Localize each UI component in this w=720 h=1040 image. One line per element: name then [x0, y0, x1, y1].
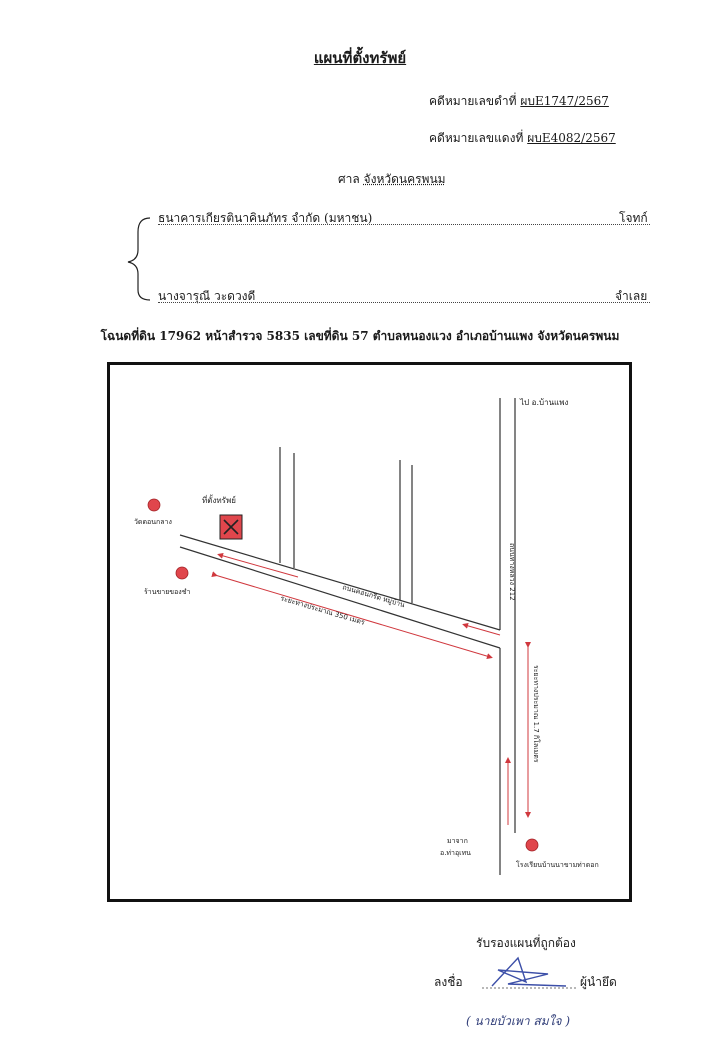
black-case-number: คดีหมายเลขดำที่ ผบE1747/2567 [429, 92, 609, 111]
map-canvas: ไป อ.บ้านแพง ที่ตั้งทรัพย์ วัดดอนกลาง ร้… [134, 398, 599, 875]
black-case-value: ผบE1747/2567 [520, 94, 609, 108]
land-deed-line: โฉนดที่ดิน 17962 หน้าสำรวจ 5835 เลขที่ดิ… [100, 329, 620, 343]
label-from-district: อ.ท่าอุเทน [440, 849, 471, 857]
label-property: ที่ตั้งทรัพย์ [202, 494, 236, 505]
black-case-label: คดีหมายเลขดำที่ [429, 94, 517, 108]
plaintiff-role: โจทก์ [619, 211, 648, 225]
defendant-line [158, 302, 650, 303]
signature [482, 956, 578, 989]
red-case-number: คดีหมายเลขแดงที่ ผบE4082/2567 [429, 129, 616, 148]
defendant-name: นางจารุณี วะดวงดี [158, 289, 256, 303]
label-shop: ร้านขายของชำ [144, 588, 190, 596]
document-title: แผนที่ตั้งทรัพย์ [313, 49, 407, 67]
printed-name: ( นายบัวเพา สมใจ ) [466, 1014, 571, 1028]
label-highway: ถนนทางหลวง 212 [508, 543, 516, 601]
court-name: ศาล จังหวัดนครพนม [338, 170, 446, 189]
seizer-label: ผู้นำยึด [580, 975, 617, 989]
location-map: ไป อ.บ้านแพง ที่ตั้งทรัพย์ วัดดอนกลาง ร้… [107, 362, 632, 902]
certify-text: รับรองแผนที่ถูกต้อง [476, 936, 576, 950]
arrow-distance-350m [211, 571, 493, 660]
village-road-lower-edge [179, 546, 501, 649]
arrow-turn-left [462, 622, 501, 636]
label-distance-1-7km: ระยะทางประมาณ 1.7 กิโลเมตร [532, 665, 541, 763]
court-label: ศาล [338, 172, 360, 186]
temple-marker [147, 498, 161, 512]
sign-label: ลงชื่อ [434, 975, 463, 989]
label-concrete-road: ถนนคอนกรีต หมู่บ้าน [341, 583, 405, 609]
school-marker [525, 838, 539, 852]
court-value: จังหวัดนครพนม [363, 172, 446, 186]
label-distance-350m: ระยะทางประมาณ 350 เมตร [279, 594, 365, 627]
plaintiff-name: ธนาคารเกียรตินาคินภัทร จำกัด (มหาชน) [158, 211, 373, 225]
label-to-banphaeng: ไป อ.บ้านแพง [519, 398, 568, 407]
label-school: โรงเรียนบ้านนาขามท่าดอก [516, 860, 599, 869]
red-case-label: คดีหมายเลขแดงที่ [429, 131, 524, 145]
defendant-role: จำเลย [615, 289, 648, 303]
property-marker [219, 514, 243, 540]
plaintiff-line [158, 224, 650, 225]
shop-marker [175, 566, 189, 580]
party-bracket [127, 217, 151, 301]
label-temple: วัดดอนกลาง [134, 518, 172, 526]
label-from: มาจาก [447, 837, 468, 845]
red-case-value: ผบE4082/2567 [527, 131, 616, 145]
